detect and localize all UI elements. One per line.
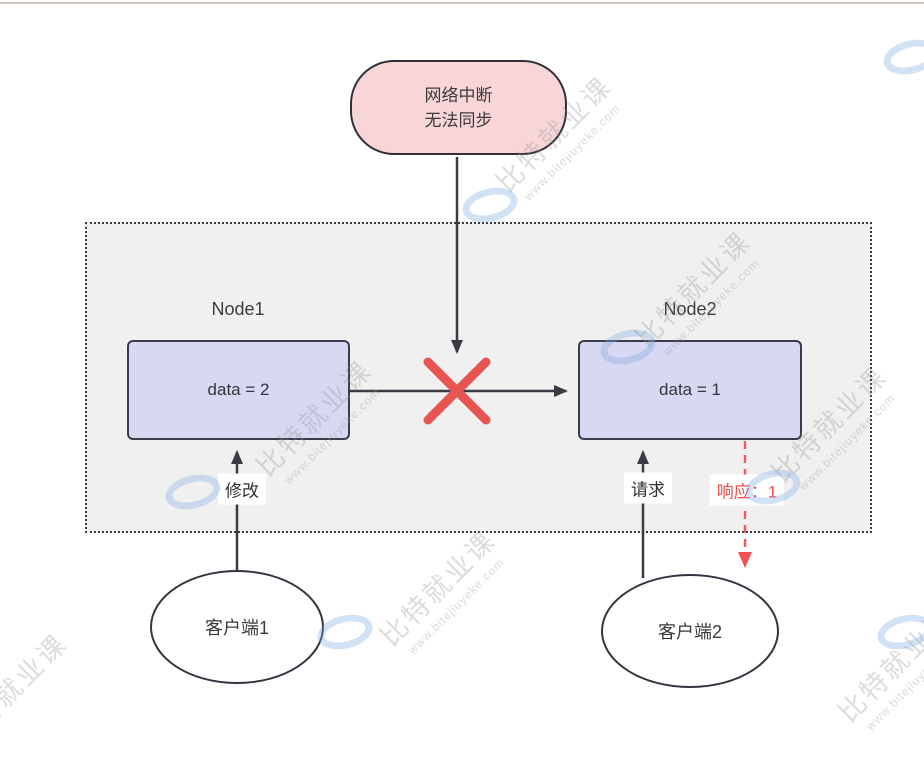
- client2-ellipse: 客户端2: [601, 574, 779, 688]
- callout-line2: 无法同步: [424, 110, 493, 130]
- watermark: 比特就业课 www.bitejiuyeke.com: [832, 600, 924, 734]
- client2-label: 客户端2: [657, 622, 722, 642]
- callout-line1: 网络中断: [424, 85, 493, 105]
- node2-title: Node2: [663, 299, 717, 319]
- node1-box: data = 2: [127, 340, 350, 440]
- brand-swoosh-icon: [458, 182, 522, 228]
- network-interrupt-callout: 网络中断 无法同步: [350, 60, 567, 155]
- node2-data-value: data = 1: [659, 380, 721, 399]
- node2-box: data = 1: [578, 340, 802, 440]
- modify-edge-label: 修改: [218, 473, 266, 505]
- response-edge-label: 响应：1: [709, 474, 785, 506]
- brand-swoosh-icon: [879, 34, 924, 80]
- client1-label: 客户端1: [204, 618, 269, 638]
- watermark: 比特就业课: [0, 628, 74, 756]
- client1-ellipse: 客户端1: [150, 570, 324, 684]
- page-top-border: [0, 2, 924, 4]
- brand-swoosh-icon: [873, 609, 924, 655]
- watermark: 比特就业课 www.bitejiuyeke.com: [374, 524, 508, 658]
- request-edge-label: 请求: [624, 472, 672, 504]
- node1-data-value: data = 2: [207, 380, 270, 399]
- node1-title: Node1: [211, 299, 265, 319]
